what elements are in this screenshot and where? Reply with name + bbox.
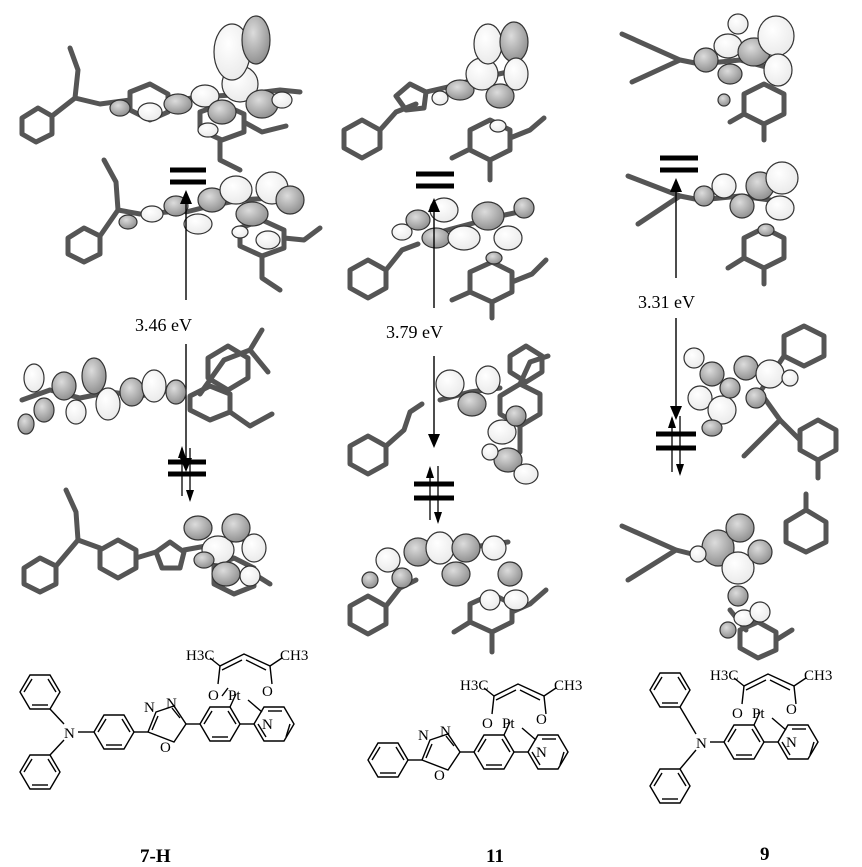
orbital-plot-9-homo1 [683, 323, 839, 481]
structure-11 [367, 683, 569, 778]
compound-label-9: 9 [760, 844, 770, 865]
atom-label: O [786, 702, 797, 718]
spin-arrows-11 [426, 466, 442, 524]
atom-label: N [440, 724, 451, 740]
homo-level-mark-7h [168, 459, 206, 477]
atom-label: O [160, 740, 171, 756]
atom-label: O [482, 716, 493, 732]
lumo-level-mark-9 [660, 155, 698, 173]
orbital-plot-7h-homo1 [17, 327, 275, 435]
gap-arrow-11 [428, 198, 440, 448]
atom-label: H3C [710, 668, 738, 684]
orbital-plot-7h-homo [21, 487, 273, 597]
homo-level-mark-9 [656, 431, 696, 451]
atom-label: O [536, 712, 547, 728]
atom-label: Pt [502, 716, 515, 732]
orbital-plot-7h-lumo1 [19, 15, 303, 173]
gap-label-7h: 3.46 eV [135, 315, 192, 335]
structure-7h-atoms: N N N O N O Pt O H3C CH3 [64, 648, 308, 756]
atom-label: N [262, 717, 273, 733]
structure-7h [19, 653, 295, 790]
orbital-plot-11-homo [347, 531, 549, 655]
orbital-plot-9-lumo1 [619, 13, 795, 143]
orbital-plot-7h-lumo [65, 157, 323, 293]
atom-label: N [696, 736, 707, 752]
orbital-plot-11-homo1 [347, 343, 551, 485]
atom-label: O [208, 688, 219, 704]
atom-label: CH3 [804, 668, 832, 684]
orbital-plot-9-lumo [625, 161, 799, 287]
gap-label-11: 3.79 eV [386, 322, 443, 342]
atom-label: N [418, 728, 429, 744]
atom-label: Pt [228, 688, 241, 704]
compound-label-7h: 7-H [140, 846, 171, 867]
atom-label: O [434, 768, 445, 784]
atom-label: O [262, 684, 273, 700]
atom-label: Pt [752, 706, 765, 722]
atom-label: CH3 [554, 678, 582, 694]
gap-label-9: 3.31 eV [638, 292, 695, 312]
orbital-plot-9-homo [619, 491, 829, 661]
orbital-plot-11-lumo1 [341, 21, 547, 183]
atom-label: N [64, 726, 75, 742]
lumo-level-mark-11 [416, 171, 454, 189]
structure-11-atoms: N N O N O Pt O H3C CH3 [418, 678, 582, 784]
spin-arrows-9 [668, 416, 684, 476]
structure-9-atoms: N N O Pt O H3C CH3 [696, 668, 832, 752]
column-7h: 3.46 eV [17, 15, 323, 597]
structure-9 [649, 672, 819, 804]
atom-label: N [144, 700, 155, 716]
atom-label: N [786, 735, 797, 751]
gap-arrow-9 [670, 178, 682, 420]
spin-arrows-7h [178, 446, 194, 502]
column-11: 3.79 eV [341, 21, 551, 655]
atom-label: O [732, 706, 743, 722]
atom-label: CH3 [280, 648, 308, 664]
column-9: 3.31 eV [619, 13, 839, 661]
atom-label: N [536, 745, 547, 761]
compound-label-11: 11 [486, 846, 504, 867]
atom-label: H3C [186, 648, 214, 664]
atom-label: N [166, 696, 177, 712]
lumo-level-mark-7h [170, 167, 206, 185]
atom-label: H3C [460, 678, 488, 694]
homo-level-mark-11 [414, 481, 454, 501]
orbital-plot-11-lumo [347, 197, 549, 321]
